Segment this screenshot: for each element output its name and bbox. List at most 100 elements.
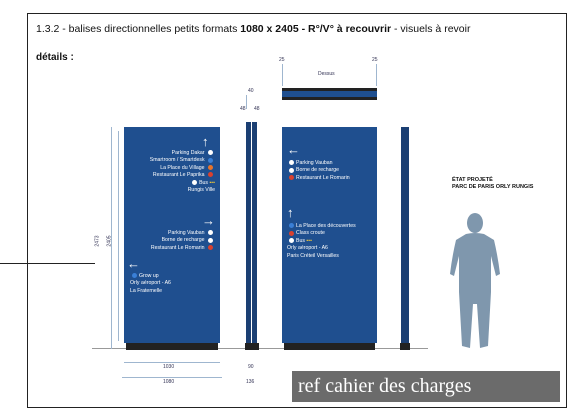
back-sign-base — [284, 343, 375, 350]
front-item: Smartroom / Smartdesk — [130, 157, 215, 164]
front-item-text: Grow up — [139, 273, 159, 279]
arrow-left-icon: ← — [127, 256, 140, 271]
discovery-icon — [289, 223, 294, 229]
back-item: Orly aéroport - A6 — [287, 245, 356, 252]
connector-line — [0, 263, 95, 264]
arrow-up-icon: ↑ — [202, 134, 209, 149]
grow-up-icon — [132, 273, 137, 279]
dim-side-base: 136 — [246, 379, 255, 385]
back-item: Restaurant Le Romarin — [287, 175, 350, 182]
back-item-text: Paris Créteil Versailles — [287, 252, 339, 259]
dim-side-top-line — [246, 95, 247, 109]
top-view-body — [282, 91, 377, 97]
front-item-text: Rungis Ville — [187, 187, 215, 194]
front-item-text: Parking Vauban — [168, 230, 205, 236]
back-item-text: Parking Vauban — [296, 160, 333, 166]
restaurant-icon — [208, 172, 213, 178]
front-sign-panel — [124, 127, 220, 343]
dim-panel-height: 2405 — [106, 235, 113, 247]
dim-top-left: 25 — [279, 57, 285, 63]
dim-outer-width-line — [122, 377, 222, 378]
back-item-text: Bus — [296, 237, 305, 244]
bus-lines-icon: ▪▪▪ — [209, 179, 215, 186]
back-side-panel — [401, 127, 409, 343]
back-item: Class croute — [287, 230, 356, 237]
back-item-text: Restaurant Le Romarin — [296, 174, 350, 181]
site-label: ÉTAT PROJETÉ PARC DE PARIS ORLY RUNGIS — [452, 177, 533, 191]
front-item: Parking Vauban — [130, 230, 215, 237]
title-prefix: 1.3.2 - balises directionnelles petits f… — [36, 23, 241, 35]
top-view-edge-bottom — [282, 97, 377, 100]
charging-icon — [289, 167, 294, 173]
front-group3: Grow up Orly aéroport - A6 La Fraternell… — [130, 273, 171, 295]
restaurant-icon — [289, 230, 294, 236]
front-item: Grow up — [130, 273, 171, 280]
top-view-edge-top — [282, 88, 377, 91]
person-silhouette-icon — [450, 213, 500, 348]
site-label-line1: ÉTAT PROJETÉ — [452, 177, 493, 183]
back-side-base — [400, 343, 410, 350]
document-frame — [27, 13, 567, 408]
front-item-text: Bus — [199, 179, 209, 186]
back-item-text: La Place des découvertes — [296, 223, 356, 229]
front-item: Restaurant Le Romarin — [130, 245, 215, 252]
dim-top-right: 25 — [372, 57, 378, 63]
front-item: Borne de recharge — [130, 237, 215, 244]
back-group1: Parking Vauban Borne de recharge Restaur… — [287, 160, 350, 182]
details-label: détails : — [36, 52, 74, 63]
front-item: Bus ▪▪▪ — [130, 180, 215, 187]
site-label-line2: PARC DE PARIS ORLY RUNGIS — [452, 184, 534, 190]
charging-icon — [208, 237, 213, 243]
dim-top-right-line — [376, 64, 377, 86]
back-sign-panel — [282, 127, 377, 343]
front-item-text: La Fraternelle — [130, 287, 163, 294]
front-group1: Parking Dakar Smartroom / Smartdesk La P… — [130, 150, 215, 194]
dim-inner-width: 1030 — [163, 364, 175, 370]
back-item: La Place des découvertes — [287, 223, 356, 230]
back-item: Paris Créteil Versailles — [287, 253, 356, 260]
back-item: Parking Vauban — [287, 160, 350, 167]
back-item: Bus ▪▪▪ — [287, 238, 356, 245]
front-item: Orly aéroport - A6 — [130, 280, 171, 287]
bus-lines-icon: ▪▪▪ — [306, 237, 312, 244]
ground-line — [92, 348, 428, 349]
front-item: Restaurant Le Paprika — [130, 172, 215, 179]
back-item-text: Borne de recharge — [296, 167, 339, 174]
dim-outer-width: 1080 — [163, 379, 175, 385]
dim-total-height: 2473 — [94, 235, 101, 247]
title-bold: 1080 x 2405 - R°/V° à recouvrir — [240, 23, 392, 35]
top-view-label: Dessus — [318, 71, 335, 77]
front-item: Rungis Ville — [130, 187, 215, 194]
front-item-text: Restaurant Le Paprika — [152, 172, 205, 179]
front-item-text: Parking Dakar — [171, 150, 205, 156]
village-icon — [208, 164, 213, 170]
parking-icon — [289, 160, 294, 166]
dim-inner-width-line — [124, 362, 220, 363]
dim-side-right: 48 — [254, 106, 260, 112]
front-item-text: Smartroom / Smartdesk — [149, 157, 205, 164]
dim-panel-height-line — [118, 131, 119, 341]
back-item-text: Orly aéroport - A6 — [287, 245, 328, 252]
restaurant-icon — [289, 174, 294, 180]
front-item: La Place du Village — [130, 165, 215, 172]
back-item: Borne de recharge — [287, 167, 350, 174]
side-base — [245, 343, 259, 350]
back-group2: La Place des découvertes Class croute Bu… — [287, 223, 356, 260]
arrow-left-icon: ← — [287, 142, 300, 157]
dim-total-height-line — [111, 127, 112, 349]
parking-icon — [208, 150, 213, 156]
front-item-text: La Place du Village — [160, 164, 205, 171]
front-group2: Parking Vauban Borne de recharge Restaur… — [130, 230, 215, 252]
side-panel-right — [252, 122, 257, 343]
front-item: La Fraternelle — [130, 288, 171, 295]
front-item-text: Orly aéroport - A6 — [130, 280, 171, 287]
arrow-up-icon: ↑ — [287, 205, 294, 220]
restaurant-icon — [208, 244, 213, 250]
back-item-text: Class croute — [296, 230, 325, 237]
smartroom-icon — [208, 157, 213, 163]
front-item-text: Restaurant Le Romarin — [150, 244, 205, 251]
bus-icon — [192, 179, 198, 185]
dim-side-left: 48 — [240, 106, 246, 112]
dim-side-top: 40 — [248, 88, 254, 94]
side-panel-left — [246, 122, 251, 343]
